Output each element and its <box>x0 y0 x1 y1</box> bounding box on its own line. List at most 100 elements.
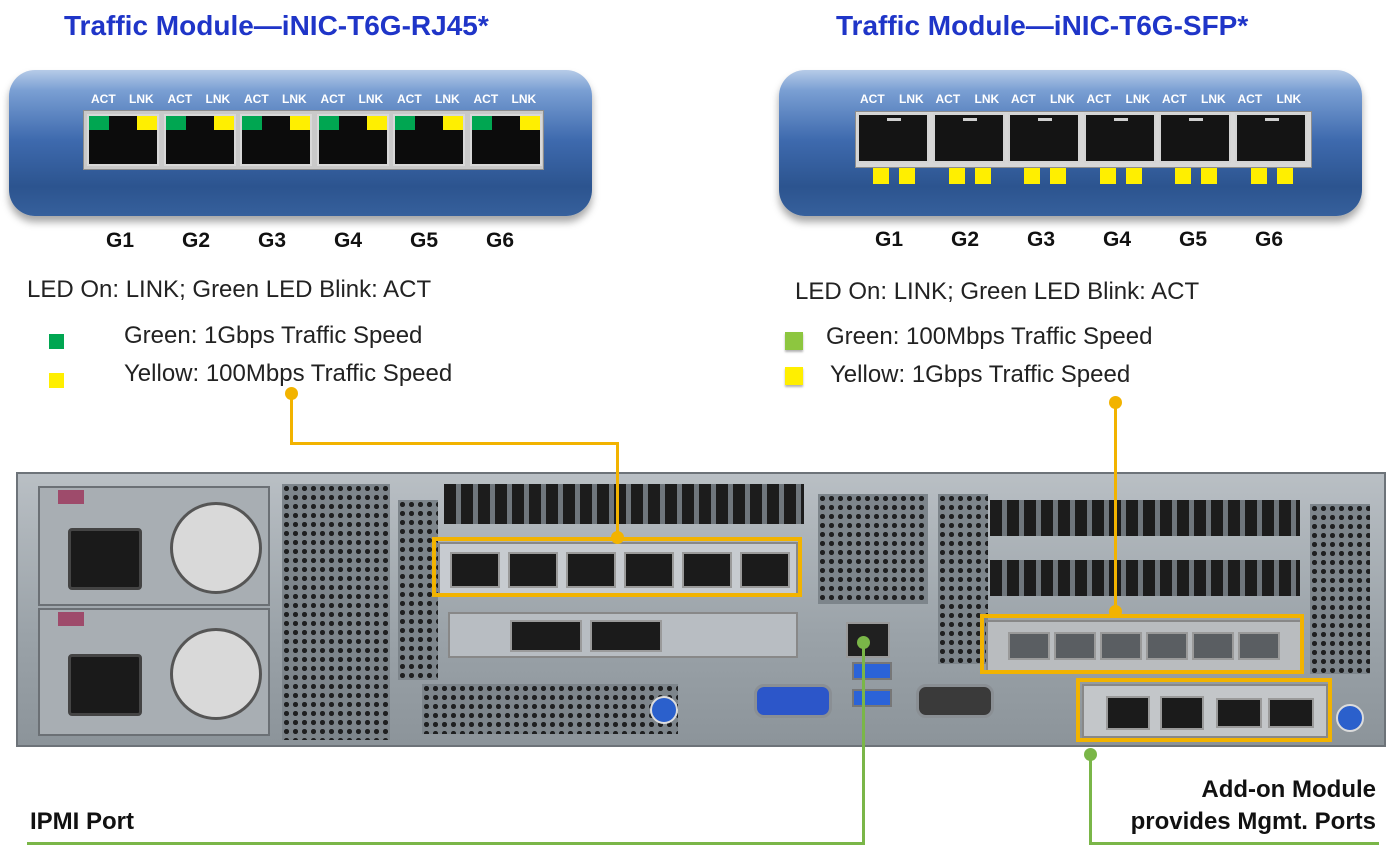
sfp-latch <box>887 118 901 121</box>
power-socket <box>68 654 142 716</box>
sfp-cage <box>1159 113 1231 163</box>
sfp-latch <box>962 118 977 121</box>
vent-grille <box>398 500 438 680</box>
power-supply-1 <box>38 486 270 606</box>
lnk-led <box>974 168 991 184</box>
yellow-legend-swatch <box>49 373 64 388</box>
act-label: ACT <box>91 92 116 106</box>
vent-grille <box>938 494 988 664</box>
ipmi-port <box>846 622 890 658</box>
lnk-label: LNK <box>1201 92 1226 106</box>
vent-grille <box>282 484 390 740</box>
callout-line <box>290 393 293 445</box>
rj45-green-legend: Green: 1Gbps Traffic Speed <box>124 322 423 349</box>
act-label: ACT <box>1011 92 1036 106</box>
callout-dot <box>611 531 624 544</box>
sfp-card-highlight <box>980 614 1304 674</box>
sfp-cage <box>857 113 929 163</box>
act-led-green <box>242 116 262 130</box>
lnk-label: LNK <box>974 92 1000 106</box>
act-led <box>1024 168 1040 184</box>
sfp-green-legend: Green: 100Mbps Traffic Speed <box>826 323 1153 350</box>
chassis-rj45-jack <box>740 552 790 588</box>
lnk-led <box>899 168 915 184</box>
callout-line <box>1114 402 1117 614</box>
mgmt-rj45-port <box>1160 696 1204 730</box>
sfp-cage <box>590 620 662 652</box>
callout-line <box>27 842 865 845</box>
chassis-rj45-jack <box>508 552 558 588</box>
chassis-sfp-cage <box>1146 632 1188 660</box>
act-led <box>1099 168 1116 184</box>
rj45-led-note: LED On: LINK; Green LED Blink: ACT <box>27 276 432 303</box>
lnk-led-yellow <box>443 116 463 130</box>
mgmt-sfp-port <box>1268 698 1314 728</box>
sfp-cage <box>932 113 1005 163</box>
lnk-led <box>1050 168 1066 184</box>
vga-port <box>754 684 832 718</box>
rj45-port-number: G5 <box>410 229 439 252</box>
rj45-port-number: G6 <box>486 229 515 252</box>
callout-line <box>1089 754 1092 844</box>
lnk-label: LNK <box>1125 92 1151 106</box>
act-label: ACT <box>860 92 885 106</box>
lnk-label: LNK <box>1276 92 1302 106</box>
act-led-green <box>395 116 415 130</box>
ipmi-port-label: IPMI Port <box>30 808 135 835</box>
act-led-green <box>165 116 186 130</box>
vent-grille <box>422 684 678 734</box>
rj45-yellow-legend: Yellow: 100Mbps Traffic Speed <box>124 360 453 387</box>
sfp-port-number: G6 <box>1255 228 1284 251</box>
sfp-latch <box>1038 118 1052 121</box>
sfp-port-number: G2 <box>951 228 980 251</box>
green-legend-swatch <box>49 334 64 349</box>
lnk-label: LNK <box>129 92 154 106</box>
vent-grille <box>1310 504 1370 674</box>
thumb-screw <box>650 696 678 724</box>
chassis-sfp-cage <box>1192 632 1234 660</box>
callout-line <box>290 442 619 445</box>
addon-mgmt-module <box>1082 684 1328 738</box>
chassis-sfp-cage <box>1054 632 1096 660</box>
sfp-port-number: G3 <box>1027 228 1056 251</box>
mgmt-rj45-port <box>1106 696 1150 730</box>
act-label: ACT <box>1086 92 1112 106</box>
callout-line <box>1089 842 1379 845</box>
act-label: ACT <box>167 92 193 106</box>
lnk-label: LNK <box>358 92 384 106</box>
sfp-port-number: G4 <box>1103 228 1132 251</box>
sfp-cage <box>1008 113 1080 163</box>
usb-port <box>852 662 892 680</box>
sfp-module-title: Traffic Module—iNIC-T6G-SFP* <box>836 10 1249 41</box>
chassis-rj45-jack <box>450 552 500 588</box>
rj45-port-strip <box>83 110 544 170</box>
act-led-green <box>471 116 492 130</box>
psu-handle <box>58 490 84 504</box>
lnk-label: LNK <box>435 92 460 106</box>
sfp-port-number: G1 <box>875 228 904 251</box>
vent-slots <box>444 484 804 524</box>
sfp-traffic-card <box>986 620 1302 672</box>
sfp-cage <box>1234 113 1307 163</box>
act-led <box>1175 168 1191 184</box>
thumb-screw <box>1336 704 1364 732</box>
callout-line <box>616 442 619 539</box>
sfp-cage <box>1083 113 1156 163</box>
chassis-sfp-cage <box>1238 632 1280 660</box>
addon-module-highlight <box>1076 678 1332 742</box>
addon-module-label-line1: Add-on Module <box>1201 776 1376 803</box>
vent-grille <box>818 494 928 604</box>
psu-handle <box>58 612 84 626</box>
act-led <box>873 168 889 184</box>
callout-dot <box>1109 605 1122 618</box>
lnk-label: LNK <box>282 92 307 106</box>
rj45-port-number: G3 <box>258 229 287 252</box>
addon-module-label-line2: provides Mgmt. Ports <box>1130 808 1376 835</box>
act-label: ACT <box>320 92 346 106</box>
act-led-green <box>89 116 109 130</box>
psu-fan <box>170 502 262 594</box>
sfp-port-number: G5 <box>1179 228 1208 251</box>
lnk-led-yellow <box>213 116 234 130</box>
lnk-led-yellow <box>366 116 387 130</box>
